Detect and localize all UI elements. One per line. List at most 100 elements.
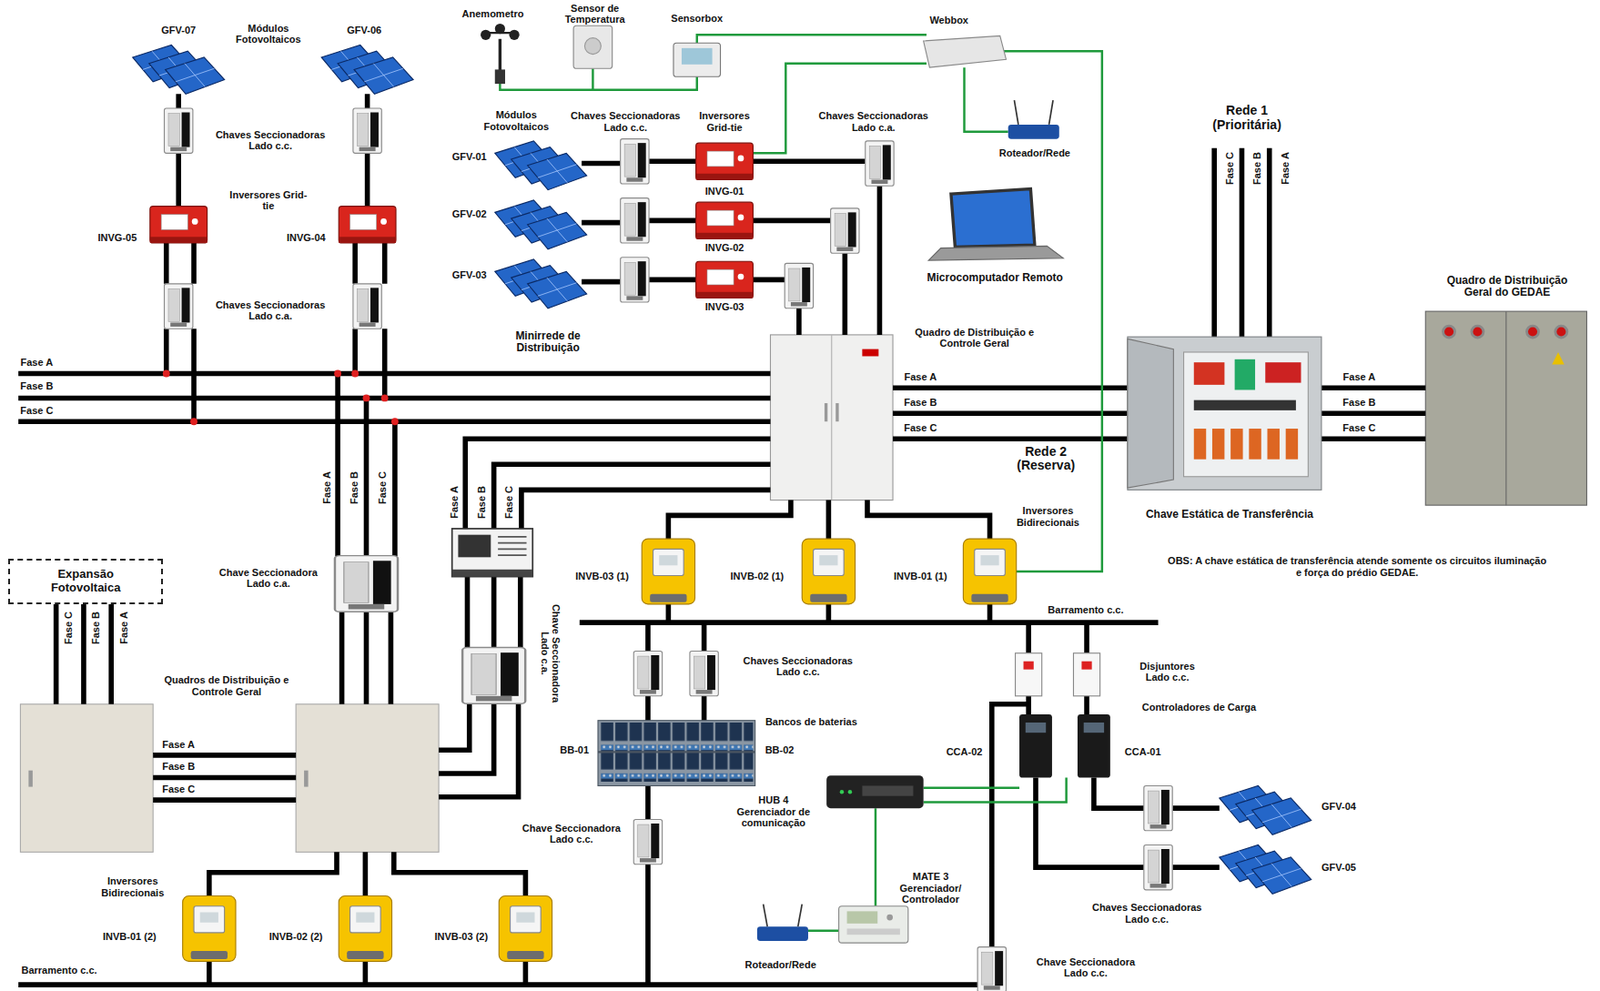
cabinet — [830, 334, 832, 501]
equipment-label: INVG-05 — [98, 232, 138, 244]
power-wire — [18, 851, 995, 985]
equipment-label: GFV-01 — [452, 150, 487, 162]
pv-array — [132, 45, 225, 95]
switch-symbol — [353, 108, 382, 153]
bidirectional-inverter — [801, 538, 855, 605]
switch-symbol — [830, 208, 860, 254]
switch-symbol — [1144, 845, 1173, 891]
cabinet — [1554, 324, 1570, 340]
bidirectional-inverter — [338, 896, 392, 963]
junction-dot — [162, 370, 399, 426]
equipment-label: INVB-01 (1) — [893, 570, 948, 582]
cabinet — [1551, 352, 1564, 365]
equipment-label: Quadro de Distribuição e Controle Geral — [906, 326, 1044, 350]
equipment-label: Rede 2 (Reserva) — [1004, 445, 1087, 474]
hub — [840, 789, 844, 794]
generator — [452, 528, 534, 578]
equipment-label: Chaves Seccionadoras Lado c.c. — [206, 128, 335, 152]
junction-dot — [162, 370, 171, 378]
equipment-label: Disjuntores Lado c.c. — [1131, 659, 1205, 683]
mate-controller — [839, 906, 909, 943]
bidirectional-inverter — [498, 896, 552, 963]
equipment-label: Chaves Seccionadoras Lado c.c. — [1083, 901, 1211, 925]
junction-dot — [334, 370, 342, 378]
cabinet — [28, 770, 32, 788]
cabinet — [20, 704, 153, 853]
bidirectional-inverter — [641, 538, 695, 605]
equipment-label: Fase C — [20, 405, 53, 416]
equipment-label: Chave Seccionadora Lado c.c. — [514, 822, 628, 846]
switch-symbol — [633, 650, 662, 696]
laptop — [928, 189, 1064, 261]
power-wire — [581, 279, 800, 335]
equipment-label: INVB-01 (2) — [102, 931, 157, 942]
sensor — [573, 25, 613, 69]
breaker — [1081, 661, 1092, 670]
grid-tie-inverter — [696, 202, 754, 239]
switch-symbol — [633, 819, 662, 864]
phase-label: Fase A — [448, 486, 460, 519]
junction-dot — [363, 394, 371, 403]
equipment-label: Fase C — [162, 783, 195, 795]
equipment-label: Fase B — [903, 396, 937, 408]
battery-bank — [597, 750, 756, 753]
equipment-label: CCA-02 — [946, 746, 983, 758]
pv-array — [321, 45, 414, 95]
transfer-switch — [1184, 352, 1309, 477]
cabinet — [769, 334, 893, 501]
phase-label: Fase A — [321, 471, 333, 505]
cabinet — [835, 403, 839, 422]
generator — [452, 528, 534, 578]
pv-array — [495, 259, 588, 309]
charge-controller — [1025, 722, 1046, 733]
box-title: Expansão Fotovoltaica — [30, 567, 141, 596]
equipment-label: Fase A — [903, 371, 937, 383]
cabinet — [1425, 311, 1587, 506]
transfer-switch — [1230, 428, 1243, 460]
equipment-label: HUB 4 Gerenciador de comunicação — [728, 794, 820, 829]
charge-controller — [1083, 722, 1104, 733]
comm-wire — [499, 34, 1102, 931]
equipment-label: INVG-03 — [705, 301, 745, 313]
switch-symbol — [865, 141, 894, 186]
power-wire — [581, 161, 880, 335]
phase-label: Chave Seccionadora Lado c.a. — [539, 596, 563, 710]
sensor — [584, 38, 601, 55]
equipment-label: Anemometro — [462, 7, 525, 19]
equipment-label: CCA-01 — [1124, 746, 1162, 758]
power-wire — [992, 622, 1220, 948]
power-wire — [337, 374, 395, 705]
cabinet — [861, 349, 879, 357]
equipment-label: Quadro de Distribuição Geral do GEDAE — [1431, 274, 1582, 300]
sensor — [480, 23, 1006, 84]
pv-array — [132, 45, 1312, 895]
comm-wire — [499, 34, 1102, 931]
equipment-label: Roteador/Rede — [999, 147, 1071, 159]
switch-symbol — [784, 263, 813, 308]
bidirectional-inverter — [182, 538, 1017, 962]
equipment-label: MATE 3 Gerenciador/ Controlador — [890, 870, 973, 905]
cabinet — [1505, 311, 1507, 506]
equipment-label: Fase C — [1342, 422, 1376, 434]
equipment-label: GFV-04 — [1321, 800, 1357, 812]
pv-array — [1219, 785, 1312, 835]
phase-label: Fase C — [62, 610, 74, 644]
equipment-label: Roteador/Rede — [745, 958, 817, 970]
transfer-switch — [1127, 336, 1322, 490]
router — [1049, 100, 1054, 125]
switch-symbol — [353, 283, 382, 329]
pv-array — [495, 141, 588, 191]
equipment-label: Sensorbox — [670, 12, 723, 24]
transfer-switch — [1127, 338, 1174, 488]
cabinet — [1525, 324, 1540, 340]
equipment-label: GFV-06 — [346, 23, 382, 35]
equipment-label: INVG-02 — [705, 242, 745, 254]
switch-symbol — [164, 283, 193, 329]
phase-label: Fase C — [376, 471, 388, 505]
mate-controller — [847, 928, 901, 935]
equipment-label: GFV-02 — [452, 208, 487, 220]
phase-label: Fase C — [1224, 151, 1236, 185]
equipment-label: Fase B — [162, 760, 195, 772]
switch-symbol — [620, 198, 649, 244]
